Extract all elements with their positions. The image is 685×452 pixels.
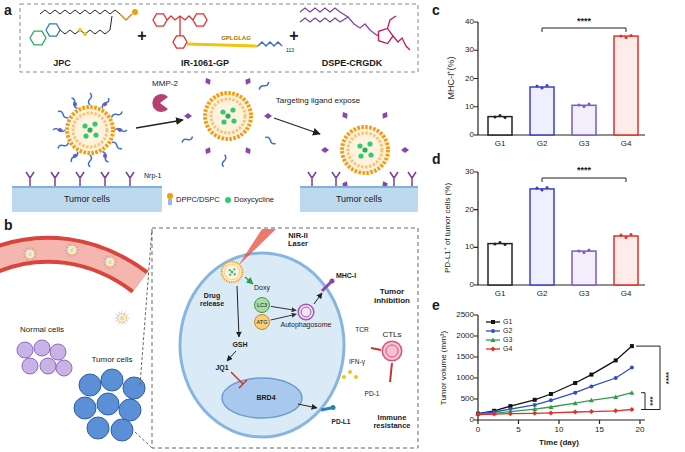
label-text: 20 (465, 74, 474, 83)
label-text: 0 (470, 281, 474, 290)
label-text: 30 (465, 46, 474, 55)
label-text: G2 (537, 140, 548, 149)
label-text: TCR (355, 326, 368, 333)
node-text: Autophagosome (281, 321, 332, 329)
label-text: NIR-II Laser (280, 232, 316, 249)
label-text: 10 (465, 102, 474, 111)
label-text: d (432, 152, 441, 167)
label-text: e (432, 298, 440, 313)
label-text: BRD4 (256, 394, 275, 402)
label-text: 10 (555, 426, 564, 435)
label-text: a (4, 3, 12, 18)
node-text: Tumor cells (64, 195, 110, 205)
label-text: MHC-I⁺(%) (447, 57, 457, 100)
legend-label: DPPC/DSPC (176, 196, 220, 204)
label-text: 2000 (456, 332, 474, 341)
label-text: 1000 (456, 374, 474, 383)
label-text: 15 (595, 426, 604, 435)
label-text: 0 (470, 131, 474, 140)
node-text: ATG (257, 319, 268, 325)
label-text: MHC-I (336, 272, 356, 280)
ctl-cell: CTLs (381, 331, 403, 362)
node-text: LC3 (257, 302, 267, 308)
process-arrow (271, 306, 296, 310)
protein-circle: LC3 (254, 297, 270, 313)
label-text: 10 (465, 243, 474, 252)
label-text: G2 (537, 290, 548, 299)
legend-label: G3 (503, 336, 512, 344)
label-text: 2500 (456, 311, 474, 320)
autophagosome-shape (297, 303, 315, 321)
label-text: *** (649, 396, 658, 405)
label-text: 5 (516, 426, 520, 435)
label-text: Tumor cells (91, 356, 132, 365)
label-text: b (4, 218, 13, 233)
label-text: 500 (461, 395, 474, 404)
label-text: c (432, 3, 440, 18)
label-text: G4 (621, 140, 632, 149)
ctl-cell-shape (381, 340, 403, 362)
label-text: Time (day) (539, 439, 579, 448)
label-text: JPC (53, 59, 71, 69)
label-text: Immune resistance (366, 414, 418, 431)
label-text: IR-1061-GP (181, 59, 229, 69)
label-text: Drug release (194, 292, 230, 307)
label-text: 0 (476, 426, 480, 435)
label-text: Doxy (254, 284, 270, 292)
label-text: 113 (286, 48, 294, 54)
label-text: 1500 (456, 353, 474, 362)
node-text: CTLs (382, 331, 401, 340)
node-text: Tumor cells (336, 195, 382, 205)
label-text: **** (577, 166, 591, 176)
label-text: Tumor volume (mm³) (440, 331, 449, 405)
label-text: **** (665, 372, 674, 384)
label-text: 20 (465, 205, 474, 214)
autophagosome: Autophagosome (281, 303, 332, 329)
label-text: GSH (232, 341, 247, 349)
label-text: GPLGLAG (221, 35, 251, 42)
label-text: + (289, 27, 298, 45)
legend-label: G2 (503, 327, 512, 335)
label-text: G3 (579, 290, 590, 299)
process-arrow (271, 314, 296, 320)
label-text: MMP-2 (152, 80, 178, 89)
label-text: PD-L1 (332, 418, 351, 425)
label-text: IFN-γ (349, 358, 365, 365)
label-text: G1 (495, 290, 506, 299)
label-text: PD-1 (365, 390, 380, 397)
cell-membrane-band: Tumor cells (300, 186, 418, 212)
cell-membrane-band: Tumor cells (12, 186, 162, 212)
label-text: G1 (495, 140, 506, 149)
label-text: DSPE-CRGDK (322, 59, 383, 69)
label-text: G4 (621, 290, 632, 299)
label-text: Targeting ligand expose (276, 97, 361, 106)
label-text: G3 (579, 140, 590, 149)
label-text: PD-L1⁺ of tumor cells (%) (444, 183, 453, 273)
label-text: + (137, 27, 146, 45)
label-text: 40 (465, 18, 474, 27)
label-text: JQ1 (215, 364, 228, 372)
label-text: **** (577, 17, 591, 27)
legend-label: G4 (503, 345, 512, 353)
label-text: Normal cells (20, 326, 64, 335)
label-text: Nrp-1 (144, 172, 162, 180)
legend-label: G1 (503, 318, 512, 326)
label-text: 20 (636, 426, 645, 435)
legend-label: Doxycycline (234, 196, 274, 204)
label-text: 30 (465, 168, 474, 177)
label-text: Tumor inhibition (366, 288, 418, 306)
protein-circle: ATG (254, 314, 270, 330)
label-text: 0 (470, 416, 474, 425)
